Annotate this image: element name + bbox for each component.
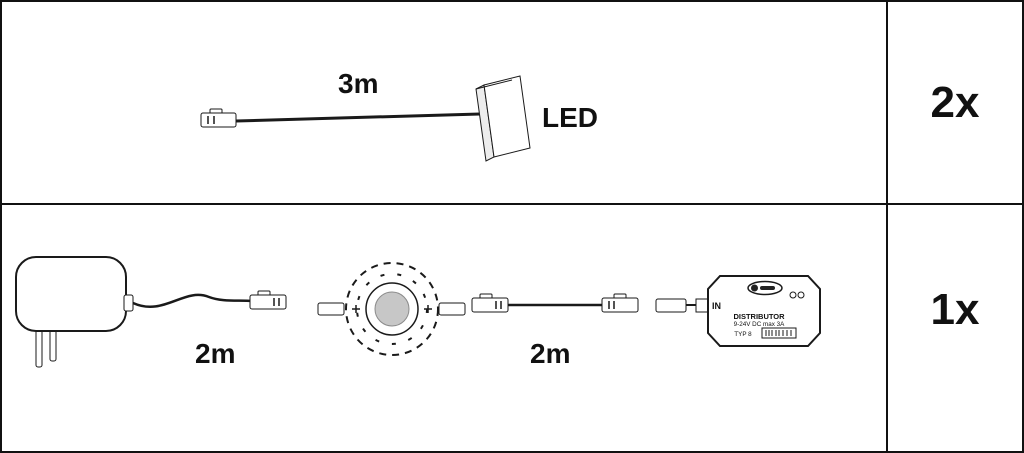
adapter-cable-connector bbox=[249, 290, 287, 310]
led-label: LED bbox=[542, 102, 598, 133]
quantity-column-divider bbox=[886, 2, 888, 451]
cable-3m-line bbox=[235, 112, 481, 123]
distributor-icon bbox=[707, 275, 821, 347]
distributor-in-label: IN bbox=[712, 301, 721, 311]
touch-dimmer-icon bbox=[317, 262, 466, 356]
distributor-text-line3: TYP 8 bbox=[734, 331, 752, 338]
link-cable-icon bbox=[471, 293, 639, 313]
led-spot-drawing bbox=[200, 75, 531, 162]
screw-hole-icon bbox=[797, 291, 805, 299]
cable-plug-connector bbox=[200, 108, 237, 128]
distributor-input-connector bbox=[655, 298, 709, 313]
link-cable-length-label: 2m bbox=[530, 338, 571, 369]
led-light-icon bbox=[475, 75, 531, 162]
distributor-text-line2: 9-24V DC max 3A bbox=[734, 321, 786, 328]
distributor-text-line1: DISTRIBUTOR bbox=[733, 312, 785, 321]
power-set-quantity: 1x bbox=[930, 285, 980, 334]
power-adapter-icon bbox=[15, 256, 253, 368]
adapter-cable-length-label: 2m bbox=[195, 338, 236, 369]
power-components-drawing: IN DISTRIBUTOR 9-24V DC max 3A TYP 8 bbox=[15, 256, 821, 368]
row-divider bbox=[2, 203, 1022, 205]
led-quantity: 2x bbox=[930, 77, 980, 127]
adapter-cable-line bbox=[132, 293, 253, 309]
screw-hole-icon bbox=[789, 291, 797, 299]
cable-length-label: 3m bbox=[338, 68, 379, 99]
row-led-spot: 3m LED bbox=[2, 2, 886, 203]
quantity-cell-power: 1x bbox=[888, 205, 1022, 451]
row-power-components: IN DISTRIBUTOR 9-24V DC max 3A TYP 8 2m … bbox=[2, 205, 886, 451]
quantity-cell-led: 2x bbox=[888, 2, 1022, 203]
